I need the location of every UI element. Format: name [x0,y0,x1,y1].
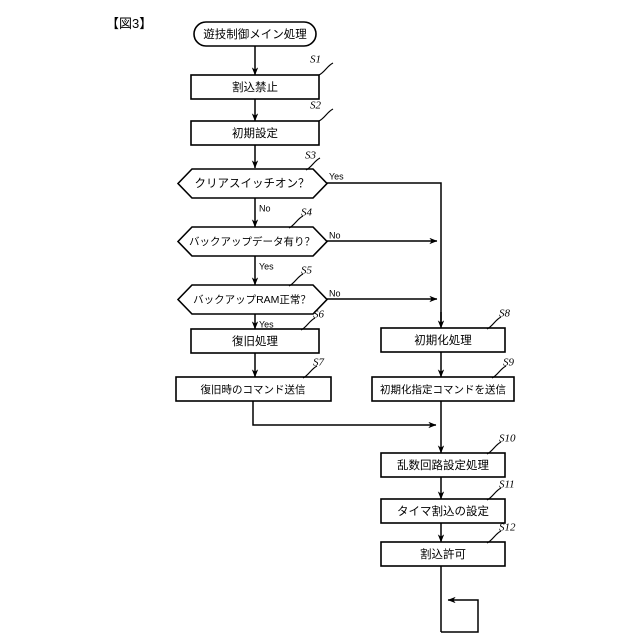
node-s8-label: 初期化処理 [414,333,472,347]
leader-s5 [288,273,304,287]
step-label-s1: S1 [310,54,321,66]
node-s10-label: 乱数回路設定処理 [397,458,489,472]
node-s7-label: 復旧時のコマンド送信 [201,383,306,396]
leader-s6 [300,317,316,331]
node-s3: クリアスイッチオン？ [176,168,329,199]
branch-label-s3-yes: Yes [329,171,344,181]
node-s2-label: 初期設定 [232,126,278,140]
node-s4: バックアップデータ有り？ [176,226,329,257]
leader-s12 [486,530,502,544]
step-label-s12: S12 [499,522,516,534]
leader-s7 [302,365,318,379]
step-label-s3: S3 [305,150,317,162]
node-s10: 乱数回路設定処理 [380,452,506,478]
node-s9: 初期化指定コマンドを送信 [371,376,515,402]
step-label-s9: S9 [503,357,515,369]
node-s2: 初期設定 [190,120,320,146]
step-label-s11: S11 [499,479,515,491]
branch-label-s4-yes: Yes [259,261,274,271]
branch-label-s3-no: No [259,203,271,213]
node-s11: タイマ割込の設定 [380,498,506,524]
branch-label-s4-no: No [329,230,341,240]
step-label-s2: S2 [310,100,322,112]
leader-s11 [486,487,502,501]
branch-label-s5-no: No [329,288,341,298]
node-s3-label: クリアスイッチオン？ [195,177,310,190]
node-s4-label: バックアップデータ有り？ [189,235,315,248]
node-s6-label: 復旧処理 [232,334,278,348]
node-start-label: 遊技制御メイン処理 [203,27,307,41]
node-s12: 割込許可 [380,541,506,567]
node-s7: 復旧時のコマンド送信 [175,376,332,402]
node-start: 遊技制御メイン処理 [193,21,317,47]
node-s6: 復旧処理 [190,328,320,354]
node-s11-label: タイマ割込の設定 [397,504,489,518]
branch-label-s5-yes: Yes [259,319,274,329]
step-label-s10: S10 [499,433,516,445]
edge-s3-yes-to-s8 [327,182,442,326]
leader-s8 [486,316,502,330]
node-s1: 割込禁止 [190,74,320,100]
leader-s10 [486,441,502,455]
node-s9-label: 初期化指定コマンドを送信 [380,383,506,396]
step-label-s8: S8 [499,308,511,320]
edge-bottom-loopback [441,596,479,633]
edge-s7-to-right-column [252,400,437,429]
node-s12-label: 割込許可 [420,547,466,561]
node-s1-label: 割込禁止 [232,80,278,94]
node-s5-label: バックアップRAM正常？ [193,293,311,306]
leader-s3 [305,157,321,171]
step-label-s6: S6 [313,309,325,321]
step-label-s4: S4 [301,207,313,219]
leader-s1 [318,62,334,76]
step-label-s7: S7 [313,357,325,369]
figure-number-label: 【図3】 [106,16,153,31]
leader-s9 [491,365,507,379]
node-s8: 初期化処理 [380,327,506,353]
leader-s2 [318,108,334,122]
node-s5: バックアップRAM正常？ [176,284,329,315]
leader-s4 [288,215,304,229]
step-label-s5: S5 [301,265,313,277]
